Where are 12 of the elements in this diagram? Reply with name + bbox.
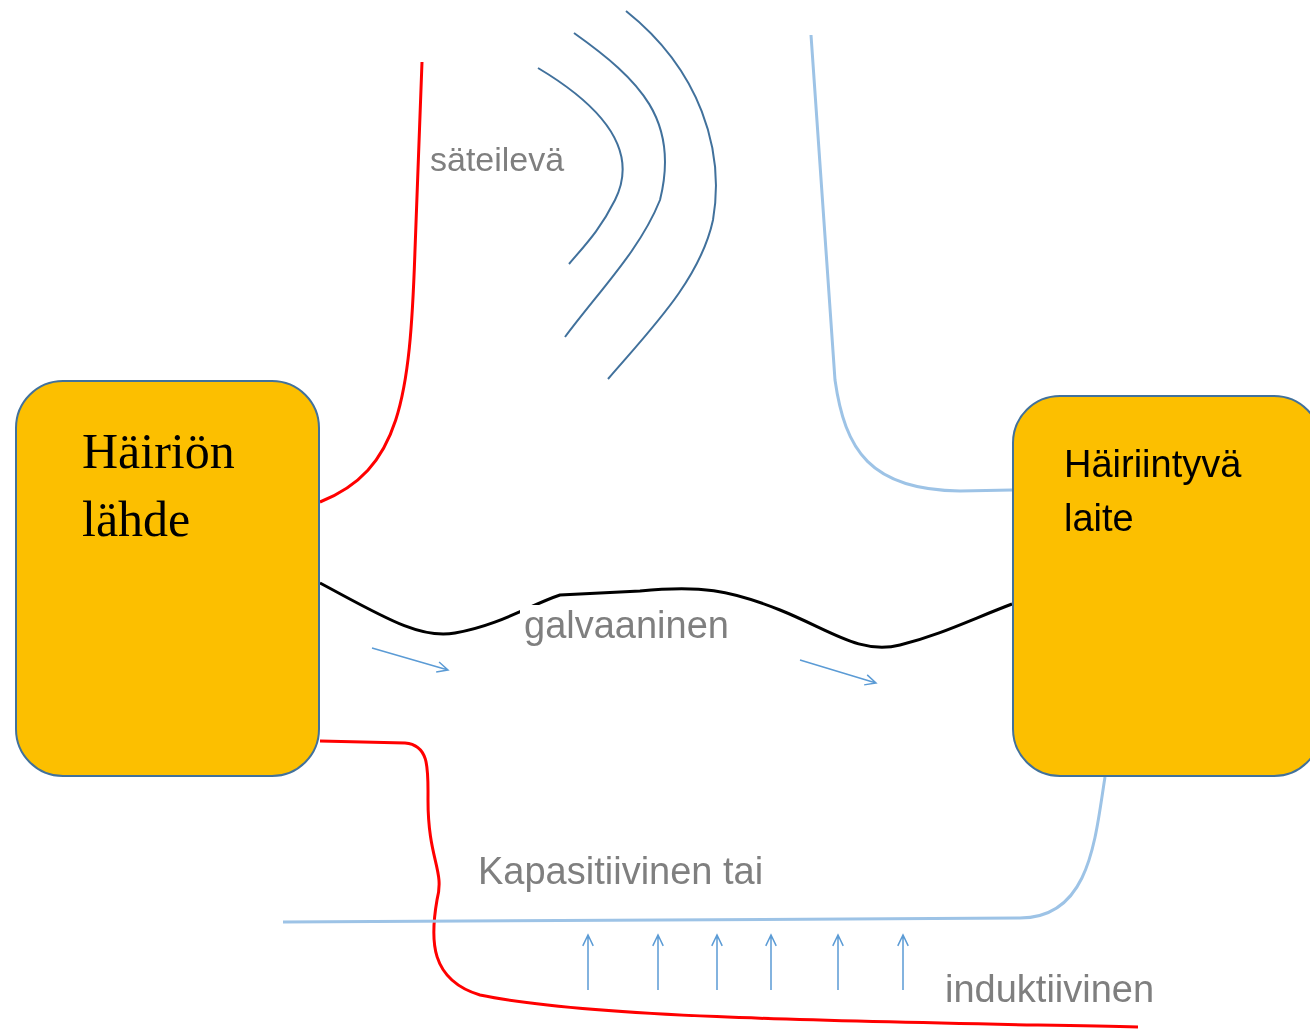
connector-line [283,776,1107,924]
coupling-label: säteilevä [430,140,565,179]
connector-line [319,581,1013,649]
connector-line [809,34,1013,493]
connector-line [319,739,1139,1029]
rounded-box [15,380,320,777]
box-title: Häiriintyvä laite [1064,442,1243,541]
rounded-box [1012,395,1310,777]
box-title: Häiriön lähde [82,422,236,549]
coupling-label: induktiivinen [945,968,1155,1011]
connector-line [319,61,424,504]
coupling-label: Kapasitiivinen tai [478,850,764,893]
